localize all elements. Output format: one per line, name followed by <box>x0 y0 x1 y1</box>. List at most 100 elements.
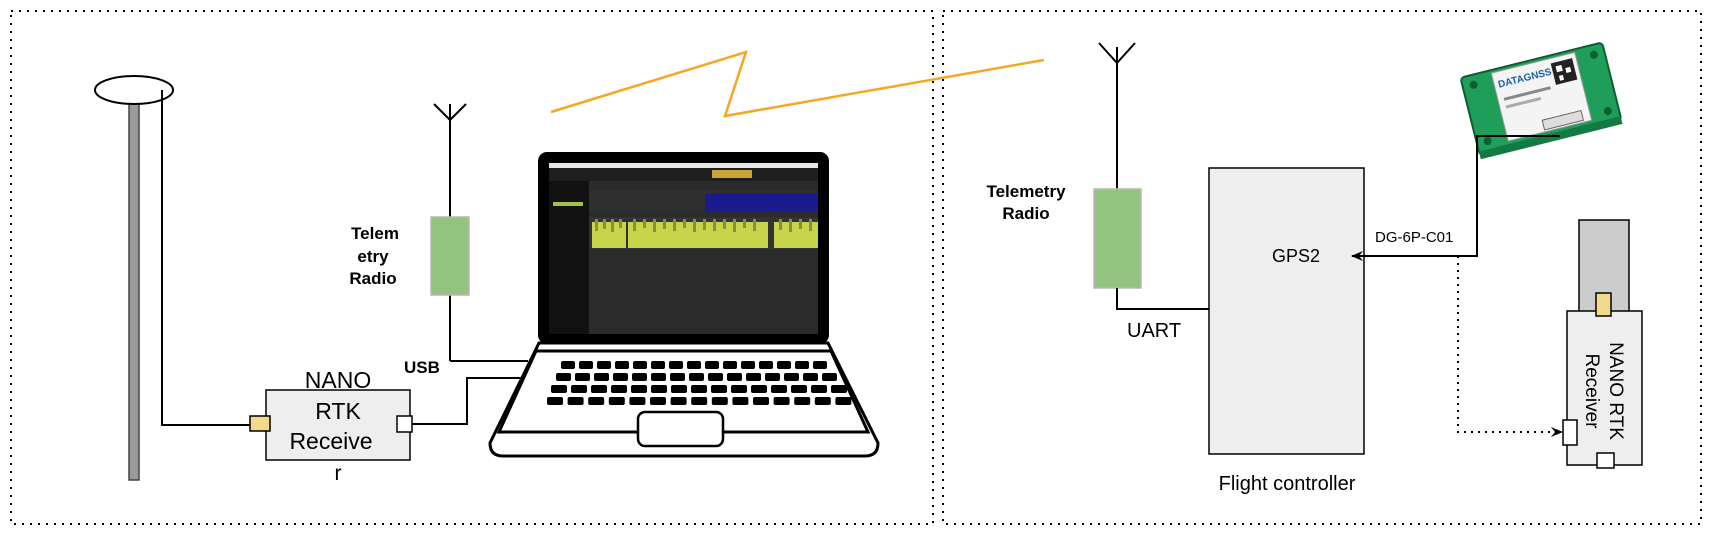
keyboard-key <box>669 361 683 369</box>
datagnss-module-icon: DATAGNSS <box>1460 42 1623 160</box>
keyboard-key <box>670 373 685 381</box>
keyboard-key <box>651 385 667 393</box>
keyboard-key <box>651 373 666 381</box>
antenna-cable <box>161 90 250 426</box>
keyboard-key <box>784 373 799 381</box>
keyboard-key <box>613 373 628 381</box>
base-telemetry-radio <box>430 216 470 296</box>
base-station-panel <box>10 10 934 525</box>
keyboard-key <box>631 385 647 393</box>
keyboard-key <box>822 373 837 381</box>
base-radio-label-line3: Radio <box>349 269 396 288</box>
keyboard-key <box>773 397 790 405</box>
rover-receiver-label-line1: NANO RTK <box>1605 342 1626 440</box>
flight-controller-label: Flight controller <box>1219 473 1356 495</box>
uart-port-connector <box>1562 419 1578 446</box>
keyboard-key <box>723 361 737 369</box>
keyboard-key <box>551 385 567 393</box>
keyboard-key <box>632 373 647 381</box>
rover-telemetry-radio <box>1093 188 1142 289</box>
keyboard-key <box>731 385 747 393</box>
keyboard-key <box>711 385 727 393</box>
uart-label: UART <box>1127 320 1181 342</box>
keyboard-key <box>689 373 704 381</box>
usb-port-connector <box>1596 452 1615 469</box>
flight-controller <box>1208 167 1365 455</box>
keyboard-key <box>691 385 707 393</box>
keyboard-key <box>608 397 625 405</box>
gps2-port-label: GPS2 <box>1272 246 1320 266</box>
keyboard-key <box>547 397 563 405</box>
keyboard-key <box>591 385 607 393</box>
uart-cable <box>1116 288 1209 310</box>
usb-cable <box>412 377 522 425</box>
rover-nano-rtk-receiver <box>1562 219 1643 469</box>
keyboard-key <box>708 373 723 381</box>
gnss-antenna-pole <box>94 75 174 481</box>
keyboard-key <box>579 361 593 369</box>
keyboard-key <box>594 373 609 381</box>
base-receiver-label-line4: r <box>335 462 342 485</box>
keyboard-key <box>615 361 629 369</box>
laptop-keyboard <box>547 361 852 405</box>
base-nano-rtk-receiver <box>249 389 413 461</box>
keyboard-key <box>727 373 742 381</box>
keyboard-key <box>791 385 807 393</box>
keyboard-key <box>759 361 773 369</box>
keyboard-key <box>705 361 719 369</box>
keyboard-key <box>567 397 584 405</box>
telemetry-radio-link <box>550 50 1045 118</box>
base-receiver-label-line3: Receive <box>289 428 372 454</box>
base-receiver-label-line1: NANO <box>305 367 371 393</box>
keyboard-key <box>794 397 811 405</box>
keyboard-key <box>803 373 818 381</box>
laptop-icon <box>488 152 880 458</box>
antenna-port-connector <box>1595 292 1612 317</box>
rover-receiver-dotted-link <box>1457 256 1563 437</box>
rover-panel <box>942 10 1702 525</box>
keyboard-key <box>795 361 809 369</box>
keyboard-key <box>670 397 687 405</box>
keyboard-key <box>597 361 611 369</box>
keyboard-key <box>732 397 749 405</box>
keyboard-key <box>835 397 852 405</box>
base-radio-label-line1: Telem <box>351 224 399 243</box>
keyboard-key <box>771 385 787 393</box>
keyboard-key <box>611 385 627 393</box>
keyboard-key <box>811 385 827 393</box>
keyboard-key <box>691 397 708 405</box>
keyboard-key <box>671 385 687 393</box>
base-radio-label-line2: etry <box>357 247 389 266</box>
keyboard-key <box>575 373 590 381</box>
base-receiver-label-line2: RTK <box>315 398 361 424</box>
keyboard-key <box>556 373 571 381</box>
keyboard-key <box>813 361 827 369</box>
rover-radio-label-line1: Telemetry <box>986 182 1066 201</box>
keyboard-key <box>571 385 587 393</box>
keyboard-key <box>650 397 666 405</box>
keyboard-key <box>651 361 665 369</box>
keyboard-key <box>814 397 831 405</box>
rover-receiver-label: NANO RTK Receiver <box>1581 342 1626 440</box>
keyboard-key <box>765 373 780 381</box>
antenna-port-connector <box>249 415 271 432</box>
rover-receiver-label-line2: Receiver <box>1581 354 1602 430</box>
usb-port-connector <box>396 415 413 433</box>
usb-label: USB <box>404 358 440 377</box>
keyboard-key <box>751 385 767 393</box>
keyboard-key <box>633 361 647 369</box>
keyboard-key <box>753 397 769 405</box>
keyboard-key <box>741 361 755 369</box>
laptop-touchpad <box>636 410 725 448</box>
keyboard-key <box>777 361 791 369</box>
rover-radio-label-line2: Radio <box>1002 204 1049 223</box>
keyboard-key <box>561 361 575 369</box>
dg-6p-c01-cable <box>1351 135 1560 261</box>
keyboard-key <box>746 373 761 381</box>
cable-label: DG-6P-C01 <box>1375 229 1453 246</box>
keyboard-key <box>588 397 605 405</box>
keyboard-key <box>687 361 701 369</box>
keyboard-key <box>711 397 728 405</box>
keyboard-key <box>629 397 646 405</box>
